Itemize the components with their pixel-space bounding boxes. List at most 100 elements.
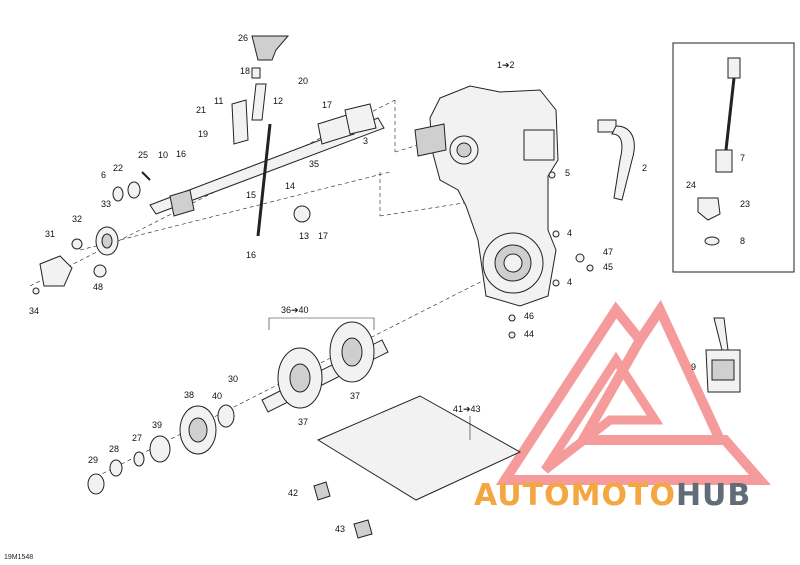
nut-48 (93, 264, 107, 278)
callout-c32: 32 (72, 214, 82, 224)
spring-18 (251, 67, 261, 79)
bolt-5 (548, 171, 556, 179)
callout-c28: 28 (109, 444, 119, 454)
plug-44 (508, 331, 516, 339)
callout-c45: 45 (603, 262, 613, 272)
pin-25 (141, 171, 151, 181)
watermark-wordmark: AUTOMOTOHUB (474, 478, 751, 513)
bushing-3 (344, 103, 377, 135)
callout-c24: 24 (686, 180, 696, 190)
sprocket-37-right-hub (341, 337, 363, 367)
guide-plate-41 (316, 395, 522, 501)
callout-c21: 21 (196, 105, 206, 115)
callout-c39: 39 (152, 420, 162, 430)
housing-upper-bore-inner (456, 142, 472, 158)
seal-40 (217, 404, 235, 428)
callout-c40: 40 (212, 391, 222, 401)
clip-43 (353, 519, 373, 539)
sensor-inset-frame (672, 42, 795, 273)
callout-c8: 8 (740, 236, 745, 246)
callout-c12b: 1➔2 (497, 60, 515, 70)
watermark-logo (495, 299, 772, 485)
watermark-triangle-right (635, 299, 725, 443)
bearing-39 (149, 435, 171, 463)
nut-32 (71, 238, 83, 250)
callout-c44: 44 (524, 329, 534, 339)
callout-c43: 43 (335, 524, 345, 534)
shift-linkage (231, 35, 311, 237)
housing-lower-bearing-hub (503, 253, 523, 273)
ring-27 (133, 451, 145, 467)
callout-c19: 19 (198, 129, 208, 139)
guide-line-lower (79, 171, 391, 251)
lever-arm-12 (251, 83, 267, 121)
callout-c20: 20 (298, 76, 308, 86)
bolt-34 (32, 287, 40, 295)
housing-sensor-block (523, 129, 555, 161)
callout-c6: 6 (101, 170, 106, 180)
washer-6 (112, 186, 124, 202)
lubricant-bottle (705, 317, 741, 393)
callout-c30: 30 (228, 374, 238, 384)
callout-c4b: 4 (567, 277, 572, 287)
callout-c18: 18 (240, 66, 250, 76)
callout-c48: 48 (93, 282, 103, 292)
right-hardware (508, 171, 594, 339)
bolt-4-lower (552, 279, 560, 287)
callout-c10: 10 (158, 150, 168, 160)
callout-c38: 38 (184, 390, 194, 400)
callout-c33: 33 (101, 199, 111, 209)
housing-splined-shaft (414, 123, 447, 157)
ring-28 (109, 459, 123, 477)
callout-c2: 2 (642, 163, 647, 173)
callout-c25: 25 (138, 150, 148, 160)
tube-35 (317, 113, 355, 145)
shaft-spline (169, 189, 195, 217)
drive-axle-assembly (261, 317, 389, 413)
rod-15 (256, 123, 272, 237)
washer-47 (575, 253, 585, 263)
ring-22 (127, 181, 141, 199)
callout-c35: 35 (309, 159, 319, 169)
callout-c47: 47 (603, 247, 613, 257)
axle-bearing-stack (87, 404, 235, 495)
callout-c16b: 16 (246, 250, 256, 260)
watermark-word-hub: HUB (675, 478, 752, 513)
sensor-wire (724, 77, 736, 151)
clip-42 (313, 481, 331, 501)
callout-c23: 23 (740, 199, 750, 209)
callout-c11: 11 (214, 96, 223, 106)
callout-c46: 46 (524, 311, 534, 321)
callout-c37b: 37 (298, 417, 308, 427)
callout-c26: 26 (238, 33, 248, 43)
callout-c15: 15 (246, 190, 256, 200)
guide-plate-assembly (313, 395, 522, 539)
callout-c14: 14 (285, 181, 295, 191)
bolt-4-upper (552, 230, 560, 238)
callout-c16a: 16 (176, 149, 186, 159)
watermark-word-automoto: AUTOMOTO (474, 478, 676, 513)
bottle-label (711, 359, 735, 381)
group-bracket-36-40 (268, 317, 375, 330)
harness-connector (597, 119, 617, 133)
callout-c31: 31 (45, 229, 55, 239)
guide-line-lower-case (379, 201, 471, 217)
sensor-nut (704, 236, 720, 246)
callout-c17a: 17 (322, 100, 332, 110)
sensor-inset (672, 42, 795, 273)
ring-29 (87, 473, 105, 495)
callout-c22: 22 (113, 163, 123, 173)
callout-c3: 3 (363, 136, 368, 146)
callout-c17b: 17 (318, 231, 328, 241)
bottle-nozzle (713, 317, 729, 351)
callout-c42: 42 (288, 488, 298, 498)
washer-46 (508, 314, 516, 322)
sensor-bracket (697, 197, 721, 221)
callout-c37a: 37 (350, 391, 360, 401)
callout-c29: 29 (88, 455, 98, 465)
callout-c12: 12 (273, 96, 283, 106)
pivot-13 (293, 205, 311, 223)
callout-c27: 27 (132, 433, 142, 443)
callout-c4a: 4 (567, 228, 572, 238)
